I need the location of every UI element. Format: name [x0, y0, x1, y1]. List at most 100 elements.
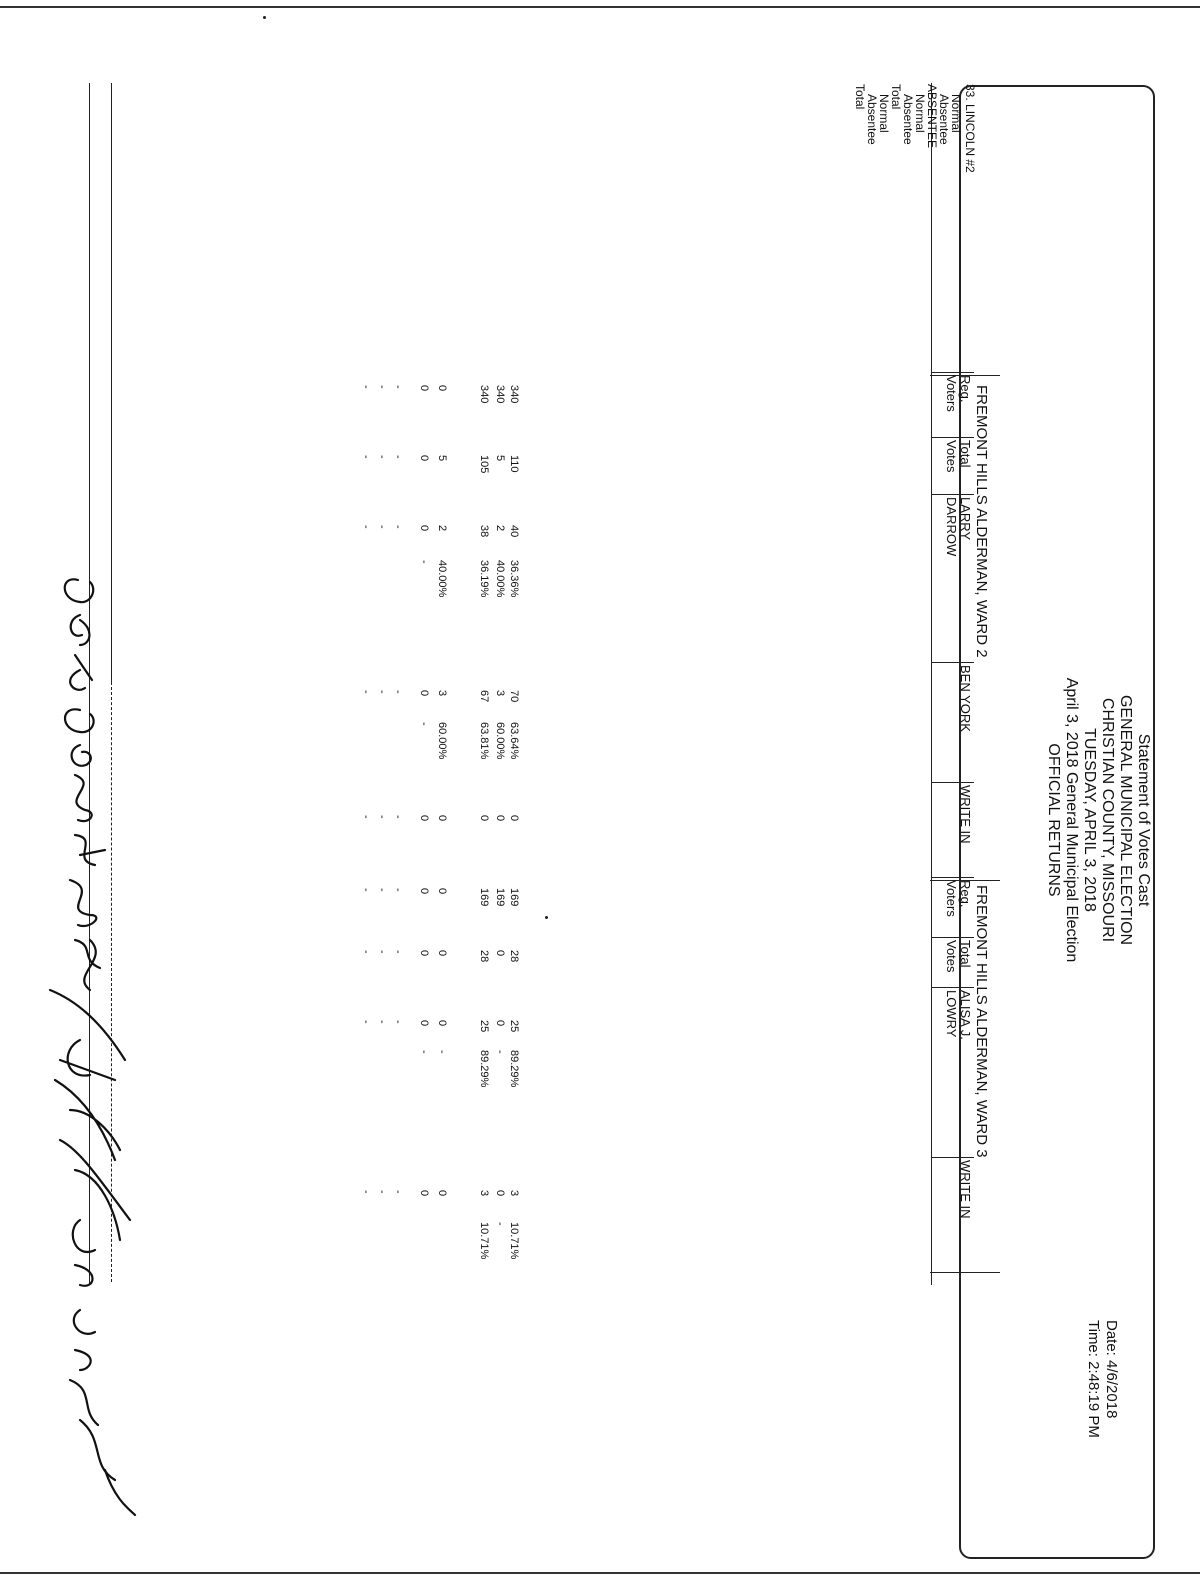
- total-votes-cell: -: [360, 455, 372, 459]
- column-divider: [932, 937, 974, 938]
- candidate-percent-cell: 10.71%: [478, 1222, 490, 1260]
- candidate-votes-cell: 0: [436, 1190, 448, 1197]
- reg-voters-cell: 169: [478, 888, 490, 907]
- column-header-cand1: ALISA J. LOWRY: [944, 990, 973, 1040]
- column-header-reg-voters: Reg. Voters: [944, 375, 973, 412]
- candidate-votes-cell: 0: [418, 690, 430, 697]
- candidate-votes-cell: 3: [478, 1190, 490, 1197]
- candidate-votes-cell: -: [360, 815, 372, 819]
- candidate-percent-cell: -: [436, 1050, 448, 1054]
- candidate-percent-cell: -: [418, 722, 430, 726]
- column-header-cand1: LARRY DARROW: [944, 497, 973, 557]
- candidate-percent-cell: 89.29%: [508, 1050, 520, 1088]
- report-datetime: Date: 4/6/2018 Time: 2:48:19 PM: [1084, 1320, 1120, 1438]
- candidate-votes-cell: 25: [508, 1020, 520, 1033]
- row-label: Absentee: [937, 94, 951, 145]
- candidate-votes-cell: -: [360, 690, 372, 694]
- candidate-votes-cell: 0: [478, 815, 490, 822]
- candidate-votes-cell: -: [376, 525, 388, 529]
- total-votes-cell: -: [392, 950, 404, 954]
- row-label: Normal: [877, 94, 891, 133]
- candidate-votes-cell: 3: [508, 1190, 520, 1197]
- total-votes-cell: -: [376, 455, 388, 459]
- candidate-votes-cell: -: [360, 1190, 372, 1194]
- candidate-percent-cell: 40.00%: [494, 560, 506, 598]
- candidate-votes-cell: 0: [418, 1020, 430, 1027]
- candidate-percent-cell: -: [494, 1050, 506, 1054]
- row-label: Normal: [949, 94, 963, 133]
- total-votes-cell: -: [392, 455, 404, 459]
- candidate-percent-cell: 60.00%: [436, 722, 448, 760]
- title-line: GENERAL MUNICIPAL ELECTION: [1117, 694, 1134, 946]
- candidate-votes-cell: 0: [436, 1020, 448, 1027]
- reg-voters-cell: 0: [436, 888, 448, 895]
- reg-voters-cell: 0: [436, 385, 448, 392]
- candidate-votes-cell: 3: [494, 690, 506, 697]
- candidate-votes-cell: 38: [478, 525, 490, 538]
- candidate-votes-cell: -: [392, 525, 404, 529]
- column-divider: [932, 372, 974, 373]
- reg-voters-cell: 0: [418, 385, 430, 392]
- handwritten-signature: [48, 578, 137, 1517]
- candidate-votes-cell: 0: [418, 815, 430, 822]
- candidate-votes-cell: -: [360, 1020, 372, 1024]
- candidate-votes-cell: -: [376, 1020, 388, 1024]
- candidate-votes-cell: -: [360, 525, 372, 529]
- candidate-percent-cell: 63.81%: [478, 722, 490, 760]
- scan-border-top: [0, 6, 1200, 8]
- column-header-reg-voters: Reg. Voters: [944, 880, 973, 917]
- candidate-votes-cell: 0: [418, 1190, 430, 1197]
- candidate-percent-cell: -: [418, 1050, 430, 1054]
- reg-voters-cell: 169: [508, 888, 520, 907]
- reg-voters-cell: -: [360, 888, 372, 892]
- reg-voters-cell: -: [360, 385, 372, 389]
- title-line: April 3, 2018 General Municipal Election: [1063, 677, 1080, 963]
- reg-voters-cell: -: [392, 888, 404, 892]
- reg-voters-cell: 340: [508, 385, 520, 404]
- total-votes-cell: 0: [418, 455, 430, 462]
- row-label: Total: [889, 84, 903, 110]
- candidate-percent-cell: 40.00%: [436, 560, 448, 598]
- scan-speck: [545, 916, 548, 919]
- candidate-votes-cell: -: [392, 1190, 404, 1194]
- candidate-percent-cell: 89.29%: [478, 1050, 490, 1088]
- row-label: Absentee: [865, 94, 879, 145]
- candidate-votes-cell: 0: [418, 525, 430, 532]
- total-votes-cell: 105: [478, 455, 490, 474]
- total-votes-cell: 28: [478, 950, 490, 963]
- candidate-votes-cell: 0: [494, 1190, 506, 1197]
- total-votes-cell: 0: [418, 950, 430, 957]
- candidate-votes-cell: 67: [478, 690, 490, 703]
- candidate-percent-cell: 36.36%: [508, 560, 520, 598]
- column-header-cand2: WRITE IN: [958, 1160, 973, 1219]
- scan-speck: [263, 16, 266, 19]
- candidate-votes-cell: 0: [436, 815, 448, 822]
- candidate-votes-cell: 40: [508, 525, 520, 538]
- reg-voters-cell: 169: [494, 888, 506, 907]
- candidate-votes-cell: 2: [436, 525, 448, 532]
- candidate-votes-cell: -: [376, 815, 388, 819]
- candidate-votes-cell: 0: [508, 815, 520, 822]
- column-divider: [932, 494, 974, 495]
- candidate-percent-cell: 60.00%: [494, 722, 506, 760]
- row-label: Normal: [913, 94, 927, 133]
- total-votes-cell: 0: [494, 950, 506, 957]
- candidate-votes-cell: 2: [494, 525, 506, 532]
- reg-voters-cell: 340: [478, 385, 490, 404]
- reg-voters-cell: 0: [418, 888, 430, 895]
- column-divider: [932, 782, 974, 783]
- reg-voters-cell: -: [376, 888, 388, 892]
- total-votes-cell: 28: [508, 950, 520, 963]
- contest-title-ward3: FREMONT HILLS ALDERMAN, WARD 3: [973, 885, 990, 1158]
- title-line: Statement of Votes Cast: [1135, 733, 1152, 907]
- column-header-total-votes: Total Votes: [944, 440, 973, 473]
- candidate-percent-cell: 10.71%: [508, 1222, 520, 1260]
- total-votes-cell: -: [360, 950, 372, 954]
- candidate-votes-cell: -: [376, 1190, 388, 1194]
- column-divider: [932, 437, 974, 438]
- candidate-percent-cell: 63.64%: [508, 722, 520, 760]
- candidate-votes-cell: -: [392, 690, 404, 694]
- candidate-percent-cell: -: [418, 560, 430, 564]
- reg-voters-cell: 340: [494, 385, 506, 404]
- total-votes-cell: 110: [508, 455, 520, 473]
